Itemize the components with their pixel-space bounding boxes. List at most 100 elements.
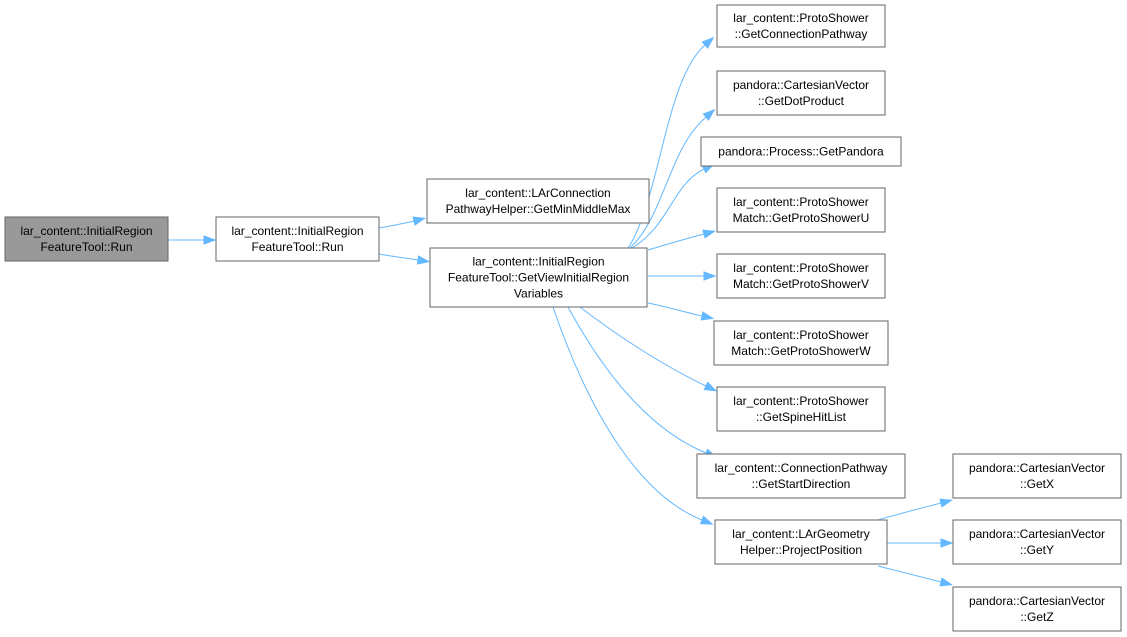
node-label-line: Match::GetProtoShowerW — [731, 344, 871, 358]
node-box[interactable] — [696, 453, 906, 499]
node-label-line: lar_content::LArConnection — [465, 186, 610, 200]
node-label-line: lar_content::ConnectionPathway — [715, 461, 888, 475]
node-getview[interactable]: lar_content::InitialRegionFeatureTool::G… — [429, 247, 648, 308]
arrowhead-icon — [940, 538, 954, 548]
node-getz[interactable]: pandora::CartesianVector::GetZ — [952, 586, 1122, 632]
edge-project-to-getz — [877, 565, 954, 587]
edge-getview-to-psw — [647, 302, 715, 321]
node-project[interactable]: lar_content::LArGeometryHelper::ProjectP… — [714, 519, 888, 565]
edge-getview-to-spine — [579, 306, 718, 392]
node-psw[interactable]: lar_content::ProtoShowerMatch::GetProtoS… — [713, 320, 889, 366]
edge-line — [552, 306, 703, 521]
node-root[interactable]: lar_content::InitialRegionFeatureTool::R… — [4, 216, 169, 262]
node-label-line: FeatureTool::Run — [40, 240, 132, 254]
edge-run-to-minmid — [378, 216, 427, 229]
edge-line — [627, 44, 706, 249]
node-connpath[interactable]: lar_content::ProtoShower::GetConnectionP… — [716, 4, 886, 48]
node-label-line: Match::GetProtoShowerV — [733, 277, 869, 291]
edge-getview-to-psv — [648, 271, 717, 281]
node-label-line: FeatureTool::GetViewInitialRegion — [448, 271, 629, 285]
node-box[interactable] — [426, 178, 650, 224]
arrowhead-icon — [702, 108, 716, 121]
node-minmid[interactable]: lar_content::LArConnectionPathwayHelper:… — [426, 178, 650, 224]
edge-line — [877, 502, 942, 521]
node-dot[interactable]: pandora::CartesianVector::GetDotProduct — [716, 70, 886, 116]
node-run[interactable]: lar_content::InitialRegionFeatureTool::R… — [215, 216, 380, 262]
node-label-line: lar_content::ProtoShower — [733, 328, 868, 342]
node-label-line: PathwayHelper::GetMinMiddleMax — [446, 202, 631, 216]
node-label-line: ::GetX — [1020, 477, 1054, 491]
node-label-line: pandora::CartesianVector — [969, 594, 1105, 608]
node-box[interactable] — [952, 586, 1122, 632]
node-gety[interactable]: pandora::CartesianVector::GetY — [952, 519, 1122, 565]
node-label-line: pandora::CartesianVector — [969, 527, 1105, 541]
node-label-line: lar_content::ProtoShower — [733, 261, 868, 275]
node-box[interactable] — [716, 386, 886, 432]
arrowhead-icon — [416, 255, 431, 265]
edge-line — [378, 253, 419, 261]
edge-getview-to-psu — [647, 229, 717, 251]
arrowhead-icon — [701, 36, 715, 49]
arrowhead-icon — [702, 229, 717, 239]
node-label-line: lar_content::InitialRegion — [472, 255, 604, 269]
node-label-line: pandora::CartesianVector — [969, 461, 1105, 475]
arrowhead-icon — [203, 235, 217, 245]
node-label-line: pandora::Process::GetPandora — [718, 145, 884, 159]
node-label-line: lar_content::InitialRegion — [231, 224, 363, 238]
node-label-line: lar_content::ProtoShower — [733, 11, 868, 25]
arrowhead-icon — [699, 515, 714, 525]
node-box[interactable] — [716, 70, 886, 116]
node-box[interactable] — [700, 136, 902, 167]
edge-getview-to-startdir — [567, 306, 718, 458]
node-box[interactable] — [716, 187, 886, 233]
node-label-line: ::GetY — [1020, 543, 1054, 557]
node-label-line: ::GetSpineHitList — [756, 410, 847, 424]
edge-root-to-run — [168, 235, 217, 245]
node-box[interactable] — [952, 453, 1122, 499]
edge-run-to-getview — [378, 253, 431, 265]
node-spine[interactable]: lar_content::ProtoShower::GetSpineHitLis… — [716, 386, 886, 432]
node-psu[interactable]: lar_content::ProtoShowerMatch::GetProtoS… — [716, 187, 886, 233]
arrowhead-icon — [939, 577, 954, 587]
node-label-line: Variables — [514, 287, 563, 301]
edge-getview-to-connpath — [627, 36, 715, 249]
node-label-line: ::GetZ — [1020, 610, 1053, 624]
node-pandora[interactable]: pandora::Process::GetPandora — [700, 136, 902, 167]
arrowhead-icon — [703, 381, 718, 392]
arrowhead-icon — [700, 311, 715, 321]
node-label-line: Helper::ProjectPosition — [740, 543, 862, 557]
node-box[interactable] — [952, 519, 1122, 565]
node-label-line: lar_content::ProtoShower — [733, 195, 868, 209]
node-label-line: lar_content::ProtoShower — [733, 394, 868, 408]
node-label-line: lar_content::InitialRegion — [20, 224, 152, 238]
edge-line — [647, 233, 705, 251]
node-psv[interactable]: lar_content::ProtoShowerMatch::GetProtoS… — [716, 253, 886, 299]
edge-line — [579, 306, 707, 387]
node-getx[interactable]: pandora::CartesianVector::GetX — [952, 453, 1122, 499]
node-box[interactable] — [713, 320, 889, 366]
edge-getview-to-project — [552, 306, 714, 525]
node-label-line: ::GetConnectionPathway — [735, 27, 868, 41]
arrowhead-icon — [412, 216, 427, 226]
edge-getview-to-dot — [629, 108, 716, 249]
arrowhead-icon — [703, 271, 717, 281]
node-startdir[interactable]: lar_content::ConnectionPathway::GetStart… — [696, 453, 906, 499]
node-box[interactable] — [215, 216, 380, 262]
edge-line — [378, 220, 415, 229]
node-label-line: lar_content::LArGeometry — [732, 527, 869, 541]
edge-line — [877, 565, 942, 583]
node-label-line: FeatureTool::Run — [251, 240, 343, 254]
edge-line — [567, 306, 707, 454]
edge-project-to-gety — [886, 538, 954, 548]
node-box[interactable] — [714, 519, 888, 565]
node-box[interactable] — [4, 216, 169, 262]
edge-line — [629, 116, 707, 249]
node-box[interactable] — [429, 247, 648, 308]
node-label-line: pandora::CartesianVector — [733, 78, 869, 92]
node-box[interactable] — [716, 4, 886, 48]
edge-line — [631, 168, 705, 249]
node-box[interactable] — [716, 253, 886, 299]
node-label-line: Match::GetProtoShowerU — [733, 211, 870, 225]
nodes-layer: lar_content::InitialRegionFeatureTool::R… — [4, 4, 1122, 632]
